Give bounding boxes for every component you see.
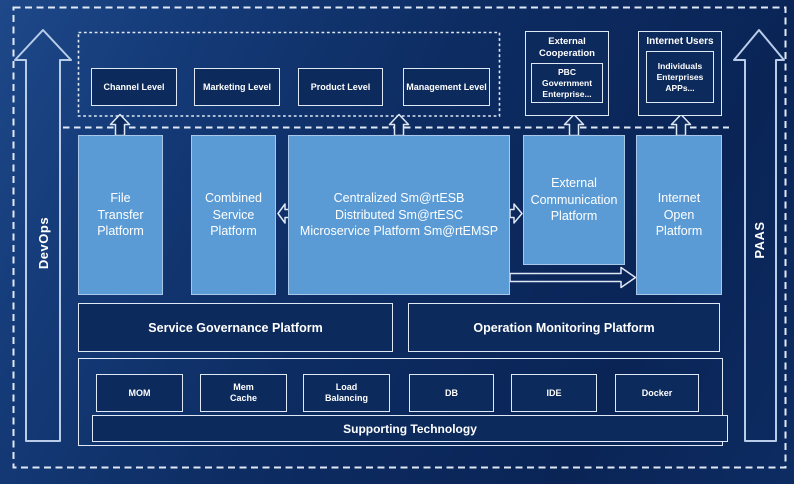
internet-users-title: Internet Users	[646, 36, 714, 47]
devops-arrow-icon	[14, 29, 72, 442]
devops-rail-label: DevOps	[35, 216, 51, 270]
level-box-marketing: Marketing Level	[194, 68, 280, 106]
up-arrow-icon	[563, 113, 585, 137]
tech-box-db: DB	[409, 374, 494, 412]
tech-box-docker: Docker	[615, 374, 699, 412]
operation-monitoring-platform-box: Operation Monitoring Platform	[408, 303, 720, 352]
tech-box-mom: MOM	[96, 374, 183, 412]
up-arrow-icon	[388, 113, 410, 137]
tech-box-ide: IDE	[511, 374, 597, 412]
long-right-arrow-icon	[509, 266, 637, 289]
paas-rail-label: PAAS	[751, 221, 767, 259]
level-box-management: Management Level	[403, 68, 490, 106]
levels-dashed-border	[77, 31, 501, 117]
level-box-product: Product Level	[298, 68, 383, 106]
supporting-technology-bar: Supporting Technology	[92, 415, 728, 442]
outer-dashed-border	[12, 6, 787, 469]
supporting-section-container	[78, 358, 723, 446]
level-box-channel: Channel Level	[91, 68, 177, 106]
right-arrow-icon	[509, 203, 523, 224]
up-arrow-icon	[109, 113, 131, 137]
service-governance-platform-box: Service Governance Platform	[78, 303, 393, 352]
up-arrow-icon	[670, 113, 692, 137]
paas-arrow-icon	[733, 29, 785, 442]
